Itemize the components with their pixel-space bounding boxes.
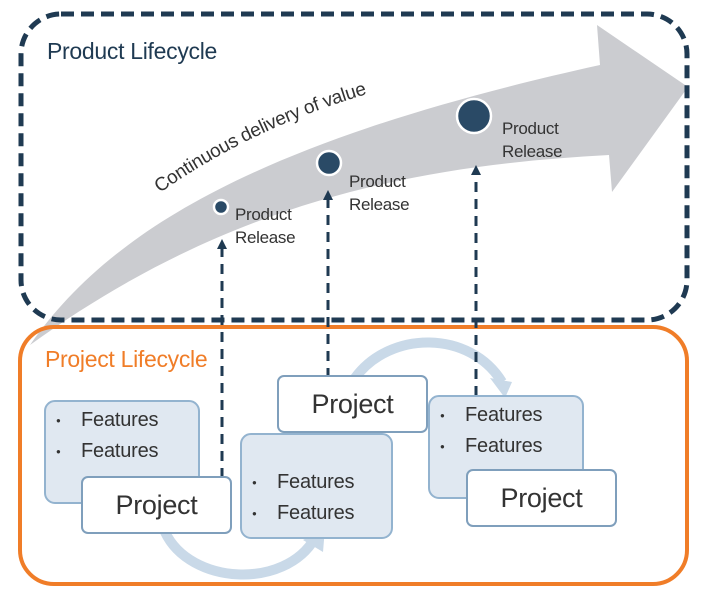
bullet-icon: ● xyxy=(440,411,445,420)
bullet-icon: ● xyxy=(56,416,61,425)
feature-item: ●Features xyxy=(430,400,582,431)
cycle-arrow-top xyxy=(350,337,507,385)
release-dot-large xyxy=(455,97,493,135)
project-lifecycle-title: Project Lifecycle xyxy=(45,346,208,372)
release-label-3-line1: Product xyxy=(502,119,559,138)
feature-item: ●Features xyxy=(46,436,198,467)
release-label-1-line1: Product xyxy=(235,205,292,224)
release-label-2-line1: Product xyxy=(349,172,406,191)
feature-item: ●Features xyxy=(46,405,198,436)
bullet-icon: ● xyxy=(252,478,257,487)
release-label-2: Product Release xyxy=(349,170,410,216)
feature-item: ●Features xyxy=(242,498,391,529)
release-label-3: Product Release xyxy=(502,117,563,163)
connector-arrowhead-3 xyxy=(471,165,481,175)
bullet-icon: ● xyxy=(440,442,445,451)
bullet-icon: ● xyxy=(56,447,61,456)
release-label-2-line2: Release xyxy=(349,195,410,214)
features-box-2: ●Features ●Features xyxy=(240,433,393,539)
cycle-arrow-bottom xyxy=(160,529,320,580)
cycle-arrow-top-head xyxy=(490,378,512,398)
release-dot-small xyxy=(212,198,230,216)
value-delivery-arrow xyxy=(30,25,688,345)
product-lifecycle-border xyxy=(18,11,690,323)
release-dot-medium xyxy=(315,149,343,177)
project-box-3: Project xyxy=(466,469,617,527)
bullet-icon: ● xyxy=(252,509,257,518)
release-label-1-line2: Release xyxy=(235,228,296,247)
release-label-1: Product Release xyxy=(235,203,296,249)
connector-arrowhead-1 xyxy=(217,239,227,249)
project-box-1: Project xyxy=(81,476,232,534)
project-box-2: Project xyxy=(277,375,428,433)
feature-item: ●Features xyxy=(242,467,391,498)
product-lifecycle-title: Product Lifecycle xyxy=(47,38,218,64)
release-label-3-line2: Release xyxy=(502,142,563,161)
connector-arrowhead-2 xyxy=(323,190,333,200)
features-box-3: ●Features ●Features xyxy=(428,395,584,499)
project-lifecycle-border xyxy=(18,325,689,586)
feature-item: ●Features xyxy=(430,431,582,462)
